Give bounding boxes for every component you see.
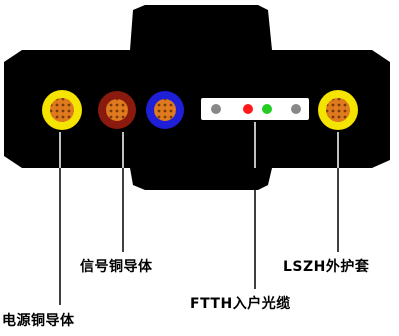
leader-lines (59, 122, 339, 305)
ftth-fiber-unit (201, 98, 309, 120)
signal-conductor-label: 信号铜导体 (80, 259, 153, 275)
signal-conductor-red (98, 91, 136, 129)
signal-conductor-blue (146, 91, 184, 129)
ftth-fiber-label: FTTH入户光缆 (190, 296, 291, 312)
power-conductor-label: 电源铜导体 (2, 313, 75, 329)
power-conductor-right (318, 90, 358, 130)
lszh-sheath-body (4, 5, 390, 190)
power-conductor-left (42, 90, 82, 130)
lszh-sheath-label: LSZH外护套 (283, 259, 370, 275)
